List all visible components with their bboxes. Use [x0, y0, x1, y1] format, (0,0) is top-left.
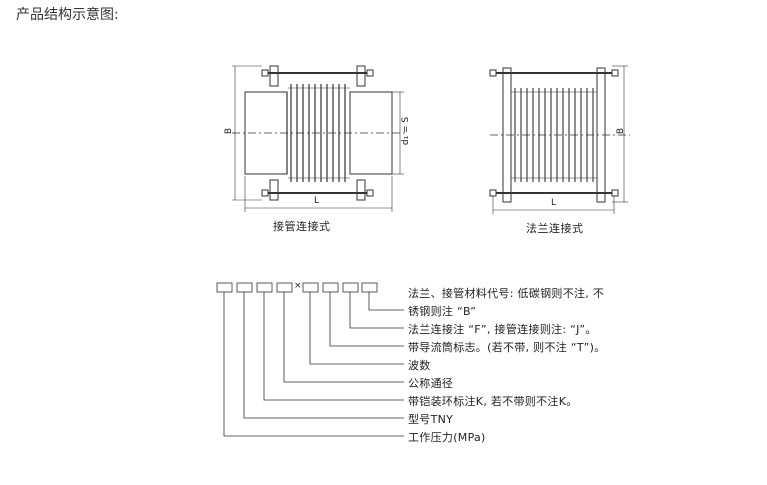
- code-separator: ×: [294, 281, 302, 291]
- page-heading: 产品结构示意图:: [16, 7, 119, 23]
- legend-connection-type: 法兰连接注 “F”, 接管连接则注: “J”。: [408, 323, 597, 336]
- legend-material-code-cont: 锈钢则注 “B”: [408, 305, 477, 318]
- flange-connection-caption: 法兰连接式: [526, 222, 584, 235]
- code-box-6: [322, 282, 339, 293]
- right-dim-b: B: [616, 127, 627, 135]
- code-box-2: [236, 282, 253, 293]
- code-box-5: [302, 282, 319, 293]
- code-box-3: [256, 282, 273, 293]
- legend-wave-count: 波数: [408, 359, 431, 372]
- right-dim-l: L: [551, 198, 557, 208]
- left-dim-l: L: [314, 196, 320, 206]
- legend-model: 型号TNY: [408, 413, 454, 426]
- code-box-8: [361, 282, 378, 293]
- left-dim-b: B: [224, 127, 235, 135]
- pipe-connection-drawing: [232, 65, 408, 212]
- code-box-1: [216, 282, 233, 293]
- legend-nominal-diameter: 公称通径: [408, 377, 454, 390]
- legend-armor-ring: 带铠装环标注K, 若不带则不注K。: [408, 395, 578, 408]
- left-dim-d: d₁ = S: [401, 116, 412, 146]
- flange-connection-drawing: [489, 65, 630, 214]
- pipe-connection-caption: 接管连接式: [273, 220, 331, 233]
- code-box-4: [276, 282, 293, 293]
- legend-material-code: 法兰、接管材料代号: 低碳钢则不注, 不: [408, 287, 605, 300]
- code-box-7: [342, 282, 359, 293]
- legend-guide-sleeve: 带导流筒标志。(若不带, 则不注 “T”)。: [408, 341, 606, 354]
- model-code-legend: [216, 282, 404, 437]
- legend-working-pressure: 工作压力(MPa): [408, 431, 486, 444]
